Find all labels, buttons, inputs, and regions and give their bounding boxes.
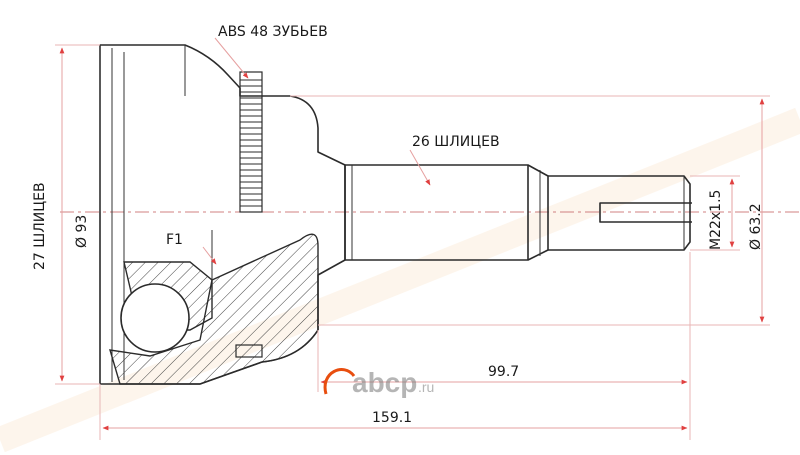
label-shaft-length: 99.7 [488, 364, 519, 380]
leader-abs [214, 37, 249, 79]
label-f1: F1 [166, 232, 183, 248]
label-thread: M22x1.5 [708, 190, 724, 250]
label-housing-diameter: Ø 93 [74, 215, 90, 248]
watermark-band [0, 107, 800, 453]
circlip [235, 344, 263, 358]
label-boot-diameter: Ø 63.2 [748, 203, 764, 250]
section-view [109, 212, 319, 385]
logo-text: abcp [352, 367, 417, 398]
label-housing-splines: 27 ШЛИЦЕВ [32, 182, 48, 270]
label-abs-teeth: ABS 48 ЗУБЬЕВ [218, 24, 328, 40]
leader-f1 [202, 246, 217, 265]
ball [120, 283, 190, 353]
label-total-length: 159.1 [372, 410, 412, 426]
label-shaft-splines: 26 ШЛИЦЕВ [412, 134, 500, 150]
logo-mark-icon [323, 368, 356, 395]
abs-ring [239, 71, 263, 213]
logo-tld: .ru [418, 379, 434, 395]
dimension-lines [55, 37, 770, 440]
abcp-logo: abcp .ru [323, 367, 434, 398]
shaft [344, 164, 692, 261]
leader-splines-shaft [409, 149, 431, 186]
